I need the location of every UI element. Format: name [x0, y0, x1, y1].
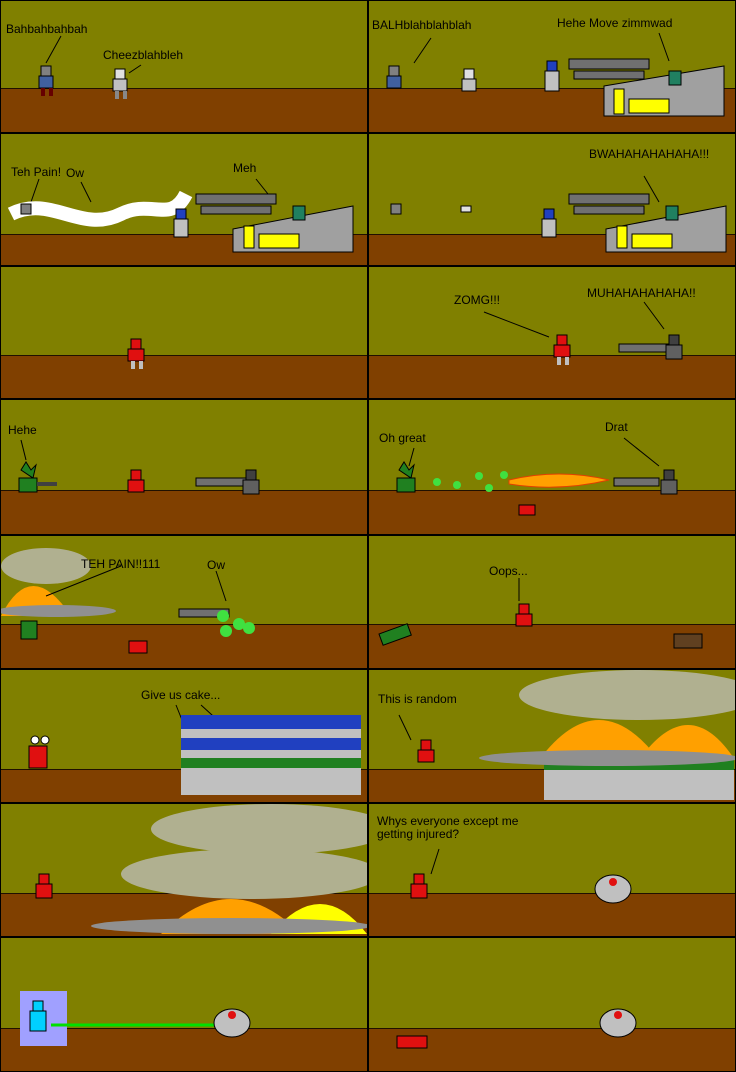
panel-1-art: [38, 35, 142, 99]
green-blasts: [433, 471, 508, 492]
caption: ZOMG!!!: [454, 293, 500, 307]
ground: [1, 355, 367, 398]
panel-4: BWAHAHAHAHAHA!!!: [369, 134, 735, 265]
panel-12: This is random: [369, 670, 735, 802]
panel-14: Whys everyone except me getting injured?: [369, 804, 735, 936]
panel-16-art: [396, 1008, 637, 1049]
panel-7-art: [18, 439, 260, 495]
panel-8-art: [396, 437, 678, 516]
gray-robot: [38, 65, 54, 96]
panel-3: Teh Pain! Ow Meh: [1, 134, 367, 265]
panel-7: Hehe: [1, 400, 367, 534]
panel-6: ZOMG!!! MUHAHAHAHAHA!!: [369, 267, 735, 398]
ground: [1, 624, 367, 668]
ground: [369, 1028, 735, 1071]
panel-1: Bahbahbahbah Cheezblahbleh: [1, 1, 367, 132]
panel-9: TEH PAIN!!111 Ow: [1, 536, 367, 668]
panel-12-art: [398, 670, 735, 800]
ground: [1, 490, 367, 534]
panel-15: [1, 938, 367, 1071]
caption: Give us cake...: [141, 688, 221, 702]
red-robot: [127, 338, 145, 369]
ground: [369, 355, 735, 398]
ground: [1, 88, 367, 132]
caption: This is random: [378, 692, 457, 706]
caption: BWAHAHAHAHAHA!!!: [589, 147, 710, 161]
robot-army: [181, 715, 361, 795]
panel-9-art: [1, 548, 255, 654]
caption: Teh Pain!: [11, 165, 62, 179]
gray-robot-lying: [594, 874, 632, 904]
panel-11: Give us cake...: [1, 670, 367, 802]
panel-2-art: [386, 32, 725, 117]
panel-5: [1, 267, 367, 398]
panel-11-art: [28, 704, 361, 795]
panel-13-art: [35, 804, 367, 934]
tank: [568, 58, 725, 117]
ground: [369, 893, 735, 936]
panel-3-art: [7, 178, 354, 253]
ground: [369, 490, 735, 534]
panel-13: [1, 804, 367, 936]
tank: [195, 193, 354, 253]
caption: Cheezblahbleh: [103, 48, 184, 62]
caption: Ow: [66, 166, 84, 180]
caption: Drat: [605, 420, 628, 434]
caption: Bahbahbahbah: [6, 22, 88, 36]
caption: Hehe: [8, 423, 37, 437]
caption: TEH PAIN!!111: [81, 557, 161, 571]
caption: BALHblahblahblah: [372, 18, 472, 32]
caption: MUHAHAHAHAHA!!: [587, 286, 696, 300]
panel-15-art: [20, 991, 251, 1046]
caption: Hehe Move zimmwad: [557, 16, 673, 30]
caption: Oh great: [379, 431, 426, 445]
panel-10: Oops...: [369, 536, 735, 668]
panel-10-art: [378, 578, 703, 649]
panel-14-art: [410, 848, 632, 904]
panel-2: BALHblahblahblah Hehe Move zimmwad: [369, 1, 735, 132]
panel-16: [369, 938, 735, 1071]
panel-4-art: [390, 175, 727, 253]
panel-8: Oh great Drat: [369, 400, 735, 534]
tank: [568, 193, 727, 253]
white-robot: [112, 68, 128, 99]
panel-6-art: [483, 301, 683, 365]
caption: Oops...: [489, 564, 528, 578]
panel-5-art: [127, 338, 145, 369]
green-robot: [18, 461, 57, 493]
caption: Meh: [233, 161, 257, 175]
caption: Whys everyone except me getting injured?: [377, 814, 519, 841]
caption: Ow: [207, 558, 225, 572]
